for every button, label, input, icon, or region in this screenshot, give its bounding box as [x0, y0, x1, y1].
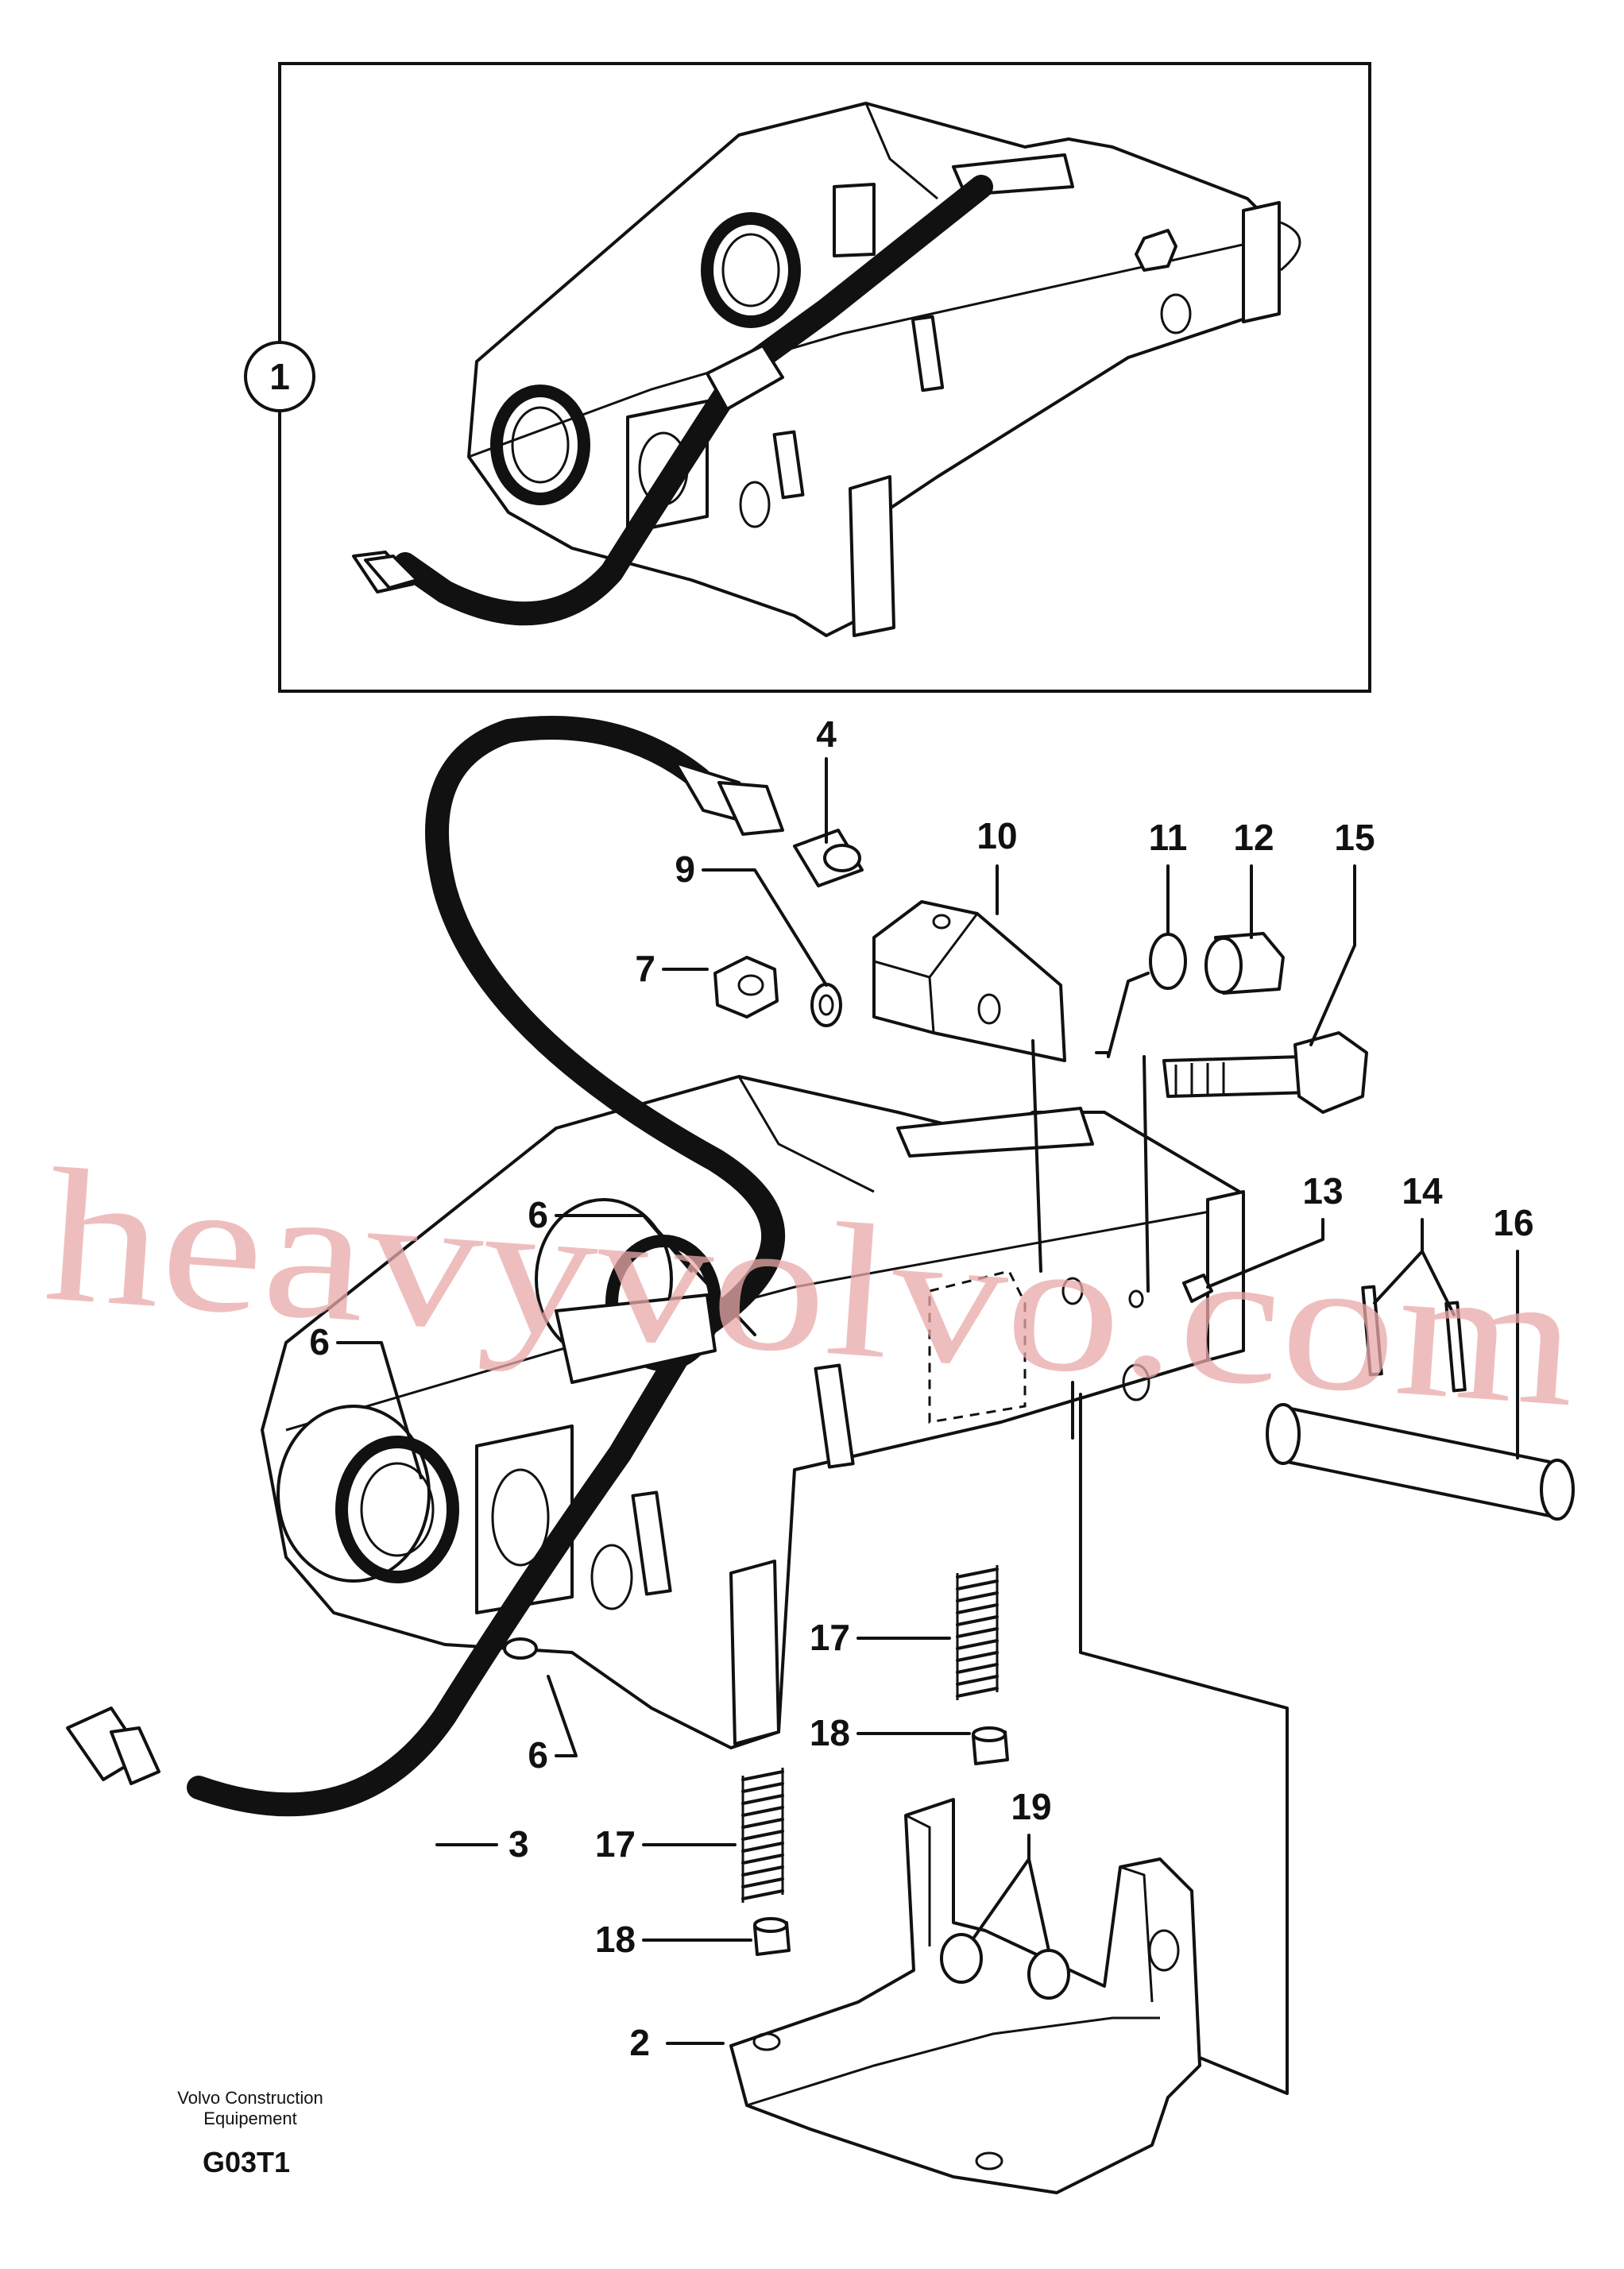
callout-1: 1 — [269, 356, 290, 397]
item-2-cradle — [729, 1798, 1201, 2194]
callout-17-lower: 17 — [595, 1823, 636, 1865]
callout-10: 10 — [976, 815, 1017, 856]
callout-3: 3 — [508, 1823, 529, 1865]
callout-18-upper: 18 — [810, 1712, 850, 1753]
callout-13: 13 — [1302, 1170, 1343, 1212]
callout-6-bottom: 6 — [528, 1734, 548, 1776]
manufacturer-line-1: Volvo Construction — [177, 2088, 323, 2108]
callout-4: 4 — [816, 713, 837, 755]
callout-6-left: 6 — [309, 1321, 330, 1363]
spring-upper — [956, 1565, 999, 1700]
spring-lower — [741, 1768, 784, 1903]
callout-11: 11 — [1149, 817, 1188, 858]
callout-17-upper: 17 — [810, 1617, 850, 1658]
exploded-view: 2 3 4 6 6 6 7 9 10 11 12 13 14 15 16 17 … — [66, 713, 1575, 2194]
callout-16: 16 — [1493, 1202, 1533, 1243]
item-15-bolt — [1162, 1055, 1313, 1098]
callout-12: 12 — [1233, 817, 1274, 858]
leader-lines — [336, 757, 1519, 2095]
callout-7: 7 — [635, 948, 655, 989]
drawing-code: G03T1 — [203, 2146, 290, 2178]
callout-15: 15 — [1334, 817, 1375, 858]
item-10-block — [872, 900, 1066, 1062]
callout-9: 9 — [675, 848, 695, 890]
manufacturer-line-2: Equipement — [203, 2109, 296, 2128]
assembly-inset: 1 — [244, 62, 1371, 693]
callout-19: 19 — [1011, 1786, 1051, 1827]
callout-18-lower: 18 — [595, 1919, 636, 1960]
callout-1-circle — [244, 341, 315, 412]
callout-6-top: 6 — [528, 1194, 548, 1235]
callout-2: 2 — [629, 2022, 650, 2063]
callout-14: 14 — [1402, 1170, 1443, 1212]
footer: Volvo Construction Equipement G03T1 — [177, 2088, 323, 2178]
